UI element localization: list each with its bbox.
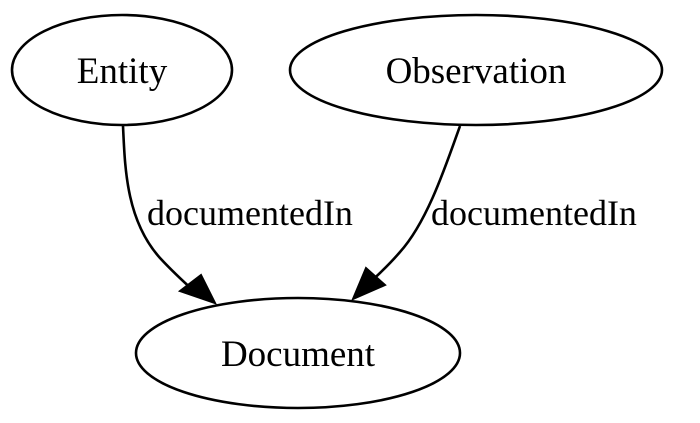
node-shape [10, 13, 234, 127]
edge-line [121, 125, 196, 293]
node-shape [288, 13, 664, 127]
edge-observation-documented-in-document: documentedIn [351, 125, 637, 301]
node-document: Document [134, 296, 462, 410]
node-observation: Observation [288, 13, 664, 127]
arrowhead-icon [351, 266, 387, 301]
node-label: Observation [386, 51, 567, 92]
node-label: Document [221, 334, 376, 375]
arrowhead-icon [177, 273, 217, 305]
node-label: Entity [77, 51, 168, 92]
edge-line [367, 125, 462, 285]
edge-label: documentedIn [431, 193, 637, 233]
edge-label: documentedIn [147, 193, 353, 233]
node-entity: Entity [10, 13, 234, 127]
edge-entity-documented-in-document: documentedIn [121, 125, 353, 305]
node-shape [134, 296, 462, 410]
